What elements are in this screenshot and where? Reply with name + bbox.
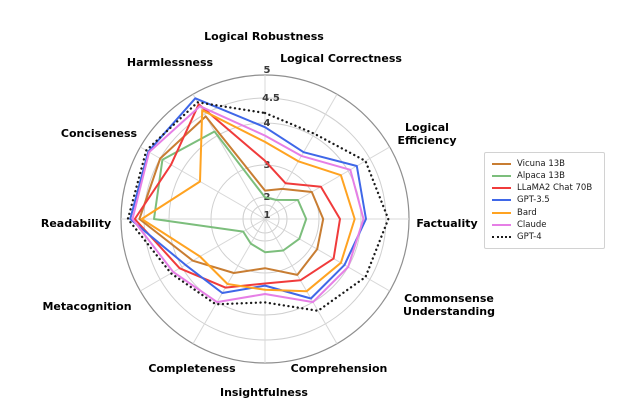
legend-label: GPT-3.5 [517,195,550,206]
series-vicuna-13b [138,115,325,276]
axis-label-1: Logical Correctness [280,52,402,65]
legend-label: Bard [517,207,537,218]
legend-label: LLaMA2 Chat 70B [517,183,593,194]
r-tick-1: 1 [264,210,271,221]
legend-item-gpt-4: GPT-4 [492,231,598,243]
r-tick-4: 4 [264,118,271,129]
series-bard [140,109,356,293]
r-tick-5: 5 [264,65,271,76]
legend-label: Alpaca 13B [517,171,566,182]
line-swatch [492,199,511,202]
axis-label-8: Metacognition [42,300,131,313]
axis-label-11: Harmlessness [127,56,214,69]
line-swatch [492,187,511,190]
legend-label: GPT-4 [517,231,542,242]
axis-label-9: Readability [41,217,111,230]
axis-label-5: Comprehension [291,362,388,375]
series-llama2-chat-70b [133,103,341,289]
axis-label-10: Conciseness [61,127,138,140]
legend-item-llama2-chat-70b: LLaMA2 Chat 70B [492,182,598,194]
legend-item-claude: Claude [492,219,598,231]
axis-label-7: Completeness [148,362,236,375]
axis-spokes [121,75,409,363]
series-claude [131,105,365,304]
line-swatch [492,163,511,165]
line-swatch [492,223,511,226]
legend-item-bard: Bard [492,207,598,219]
r-tick-4.5: 4.5 [262,93,280,104]
legend-item-gpt-3-5: GPT-3.5 [492,194,598,206]
legend-label: Claude [517,219,547,230]
axis-label-0: Logical Robustness [204,30,324,43]
axis-label-6: Insightfulness [220,386,308,399]
axis-label-3: Factuality [416,217,477,230]
line-swatch [492,211,511,214]
dotted-line-swatch [492,235,511,238]
line-swatch [492,175,511,178]
legend-item-alpaca-13b: Alpaca 13B [492,170,598,182]
r-tick-3: 3 [264,160,271,171]
legend-label: Vicuna 13B [517,159,565,169]
series-gpt-4 [126,101,390,312]
series-alpaca-13b [153,130,308,254]
legend-item-vicuna-13b: Vicuna 13B [492,158,598,170]
